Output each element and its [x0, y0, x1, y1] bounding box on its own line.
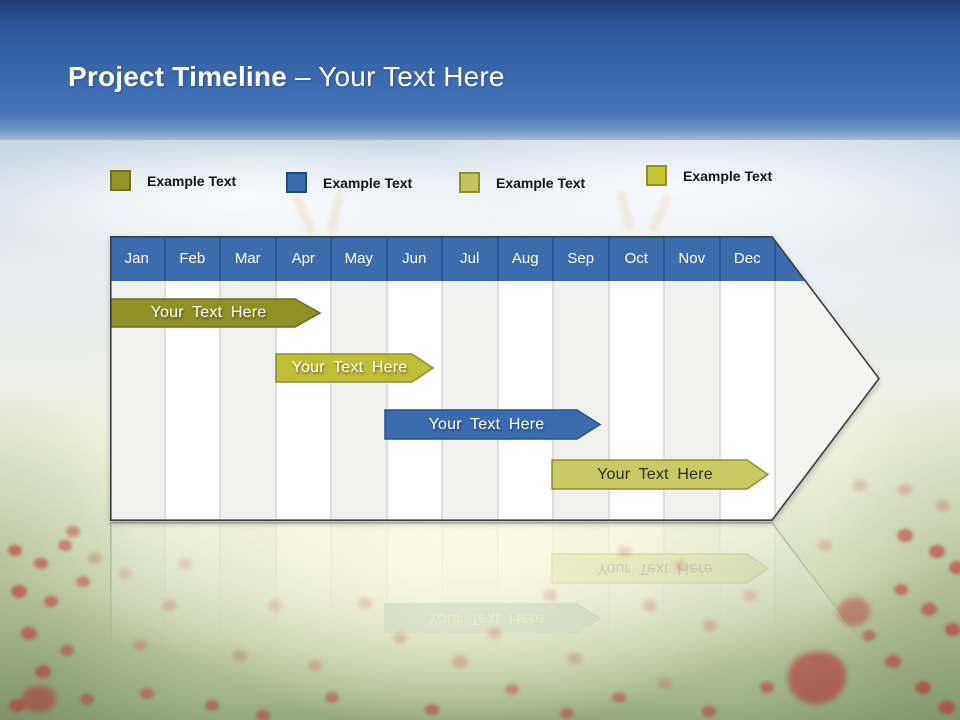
month-label: Mar: [234, 250, 261, 267]
month-cell: Apr: [277, 236, 332, 281]
bar-label: Your Text Here: [291, 359, 408, 376]
month-cell: Feb: [166, 236, 221, 281]
poppy-flowers: [0, 0, 14, 11]
month-label: Oct: [624, 250, 648, 267]
column-jul: [443, 281, 499, 521]
legend-item: Example Text: [646, 165, 772, 186]
timeline-reflection: Jan Feb Mar Apr May Jun Jul Aug Sep Oct …: [110, 522, 885, 667]
legend-item: Example Text: [459, 172, 585, 193]
timeline-outline: [110, 236, 881, 522]
month-header: Jan Feb Mar Apr May Jun Jul Aug Sep Oct …: [110, 236, 880, 281]
month-label: Nov: [678, 250, 706, 267]
month-label: Jul: [460, 250, 480, 267]
legend-label: Example Text: [147, 172, 237, 189]
title-separator: –: [286, 61, 319, 92]
column-aug: [498, 281, 554, 521]
gantt-bar-4: Your Text Here: [551, 459, 770, 490]
timeline-outline: [110, 522, 881, 667]
month-cell: Nov: [665, 236, 721, 281]
timeline-group: Jan Feb Mar Apr May Jun Jul Aug Sep Oct …: [110, 236, 881, 522]
month-label: Jun: [402, 250, 427, 267]
bar-arrow-shape: [275, 660, 435, 667]
legend-swatch-yellow: [646, 165, 667, 186]
title-band-background: [0, 0, 960, 150]
legend-swatch-olive: [110, 170, 131, 191]
month-cell: Sep: [554, 236, 610, 281]
gantt-bar-4: Your Text Here: [551, 553, 770, 584]
month-label: Feb: [179, 250, 206, 267]
bar-arrow-shape: [551, 553, 770, 584]
title-emphasis: Project Timeline: [68, 61, 287, 92]
legend-item: Example Text: [110, 170, 236, 191]
page-title: Project Timeline – Your Text Here: [68, 61, 505, 93]
poppy-flower-large: [788, 652, 846, 704]
month-label: Aug: [511, 250, 539, 267]
bar-label: Your Text Here: [597, 465, 713, 483]
bar-arrow-shape: [384, 603, 602, 634]
timeline-group: Jan Feb Mar Apr May Jun Jul Aug Sep Oct …: [110, 522, 881, 667]
bar-arrow-shape: [275, 353, 435, 383]
column-jun: [387, 281, 443, 521]
legend-label: Example Text: [323, 174, 413, 191]
gantt-bar-2: Your Text Here: [275, 353, 435, 383]
gantt-bar-3: Your Text Here: [384, 409, 602, 440]
month-cell: May: [332, 236, 388, 281]
month-cell: Mar: [221, 236, 277, 281]
month-cell: Oct: [610, 236, 665, 281]
poppy-flower-medium: [838, 598, 870, 626]
gantt-bar-3: Your Text Here: [384, 603, 602, 634]
month-label: May: [344, 250, 373, 267]
bar-arrow-shape: [551, 459, 770, 490]
month-label: Dec: [733, 250, 761, 267]
month-cell: Aug: [499, 236, 554, 281]
month-label: Sep: [567, 250, 595, 267]
legend-label: Example Text: [496, 174, 586, 191]
gantt-bar-1: Your Text Here: [110, 298, 322, 328]
timeline-arrow: Jan Feb Mar Apr May Jun Jul Aug Sep Oct …: [110, 236, 880, 521]
legend-item: Example Text: [286, 172, 412, 193]
month-label: Jan: [124, 250, 149, 267]
bar-label: Your Text Here: [428, 415, 545, 433]
month-cell: Jun: [388, 236, 443, 281]
month-label: Apr: [291, 250, 315, 267]
bar-label: Your Text Here: [150, 304, 267, 321]
month-cell: Dec: [721, 236, 776, 281]
title-subtitle: Your Text Here: [318, 61, 505, 92]
poppy-flower-left: [22, 686, 56, 712]
month-cell: Jan: [110, 236, 166, 281]
gantt-bar-2: Your Text Here: [275, 660, 435, 667]
legend-label: Example Text: [683, 167, 773, 184]
bar-arrow-shape: [384, 409, 602, 440]
timeline-arrow: Jan Feb Mar Apr May Jun Jul Aug Sep Oct …: [110, 522, 880, 667]
column-may: [332, 281, 388, 521]
month-cell: Jul: [443, 236, 499, 281]
legend-swatch-lightolive: [459, 172, 480, 193]
legend-swatch-blue: [286, 172, 307, 193]
